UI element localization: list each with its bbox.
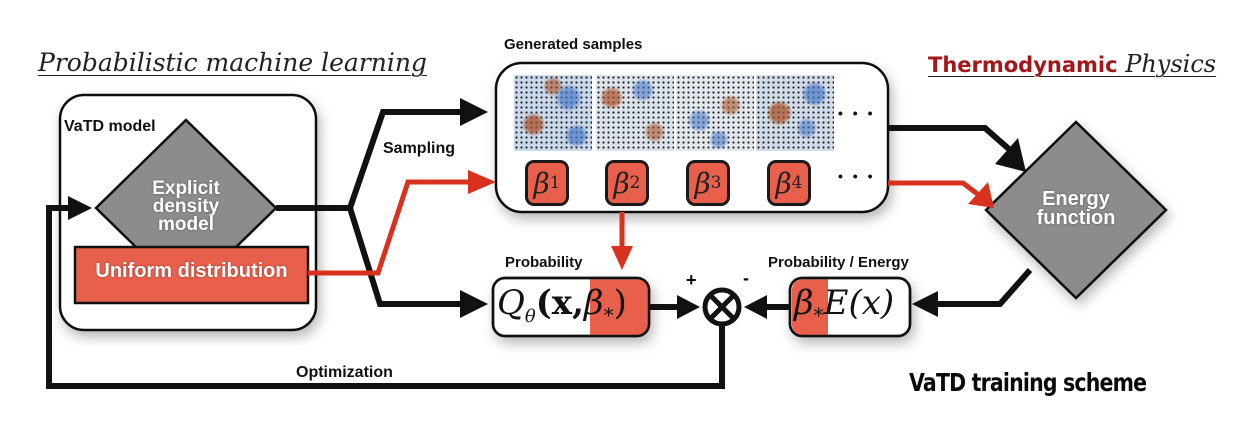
q-theta-beta-fill bbox=[590, 279, 648, 335]
samples-to-energy-arrow bbox=[888, 125, 1012, 153]
label-line: function bbox=[1036, 207, 1116, 229]
probability-energy-label: Probability / Energy bbox=[768, 254, 909, 271]
generated-samples-title: Generated samples bbox=[504, 36, 643, 53]
beta-star-symbol: β bbox=[794, 283, 814, 323]
beta-symbol: β bbox=[533, 166, 550, 200]
physics-word: Physics bbox=[1125, 50, 1217, 78]
beta-symbol: β bbox=[775, 166, 792, 200]
sampling-arrowhead bbox=[460, 98, 488, 126]
beta-subscript: 4 bbox=[791, 173, 803, 193]
sample-image-3 bbox=[676, 75, 754, 151]
uniform-to-beta-arrow bbox=[308, 179, 470, 276]
thermodynamic-physics-heading: Thermodynamic Physics bbox=[928, 50, 1216, 78]
minus-sign: - bbox=[743, 268, 749, 288]
beta-to-energy-arrow bbox=[888, 180, 982, 198]
beta-symbol: β bbox=[694, 166, 711, 200]
star-subscript: * bbox=[603, 302, 614, 327]
uniform-to-beta-arrowhead bbox=[468, 170, 496, 194]
close-paren: ) bbox=[613, 283, 627, 323]
q-theta-formula: Qθ(x,β*) bbox=[497, 283, 627, 327]
vatd-model-title: VaTD model bbox=[64, 118, 156, 135]
star-subscript: * bbox=[813, 302, 824, 327]
plus-sign: + bbox=[686, 270, 697, 290]
beta-ellipsis: • • • bbox=[838, 168, 876, 184]
energy-beta-fill bbox=[792, 279, 828, 335]
energy-function-diamond bbox=[984, 120, 1168, 300]
beta-symbol: β bbox=[613, 166, 630, 200]
sample-image-2 bbox=[596, 75, 674, 151]
uniform-distribution-label: Uniform distribution bbox=[95, 260, 288, 282]
label-line: density bbox=[152, 196, 220, 218]
probability-label: Probability bbox=[505, 254, 583, 271]
beta-to-energy-arrowhead bbox=[968, 182, 994, 208]
q-symbol: Q bbox=[497, 283, 525, 323]
optimization-label: Optimization bbox=[296, 364, 393, 381]
beta-energy-formula: β*E(x) bbox=[794, 283, 894, 327]
beta-star-symbol: β bbox=[583, 283, 604, 323]
theta-subscript: θ bbox=[524, 305, 536, 327]
samples-to-energy-arrowhead bbox=[995, 138, 1026, 172]
uniform-distribution-box bbox=[73, 245, 310, 305]
beta-to-probability-arrowhead bbox=[611, 246, 633, 270]
label-line: Energy bbox=[1042, 188, 1110, 210]
beta-subscript: 3 bbox=[710, 173, 722, 193]
sampling-arrow bbox=[276, 109, 462, 211]
q-to-combiner-arrowhead bbox=[677, 295, 700, 319]
energy-expression: E(x) bbox=[823, 283, 895, 323]
label-line: Explicit bbox=[152, 178, 220, 199]
combiner-otimes-icon bbox=[702, 287, 742, 327]
energy-to-box-arrowhead bbox=[912, 291, 938, 317]
sample-image-4 bbox=[756, 75, 834, 151]
explicit-density-label: Explicit density model bbox=[126, 178, 246, 236]
samples-ellipsis: • • • bbox=[838, 105, 876, 121]
energy-function-label: Energy function bbox=[1016, 188, 1136, 229]
probability-arrowhead bbox=[460, 290, 488, 318]
probabilistic-ml-heading: Probabilistic machine learning bbox=[38, 48, 427, 77]
energy-to-box-arrow bbox=[935, 268, 1033, 307]
energy-to-combiner-arrowhead bbox=[744, 295, 767, 319]
sampling-label: Sampling bbox=[383, 140, 456, 157]
vatd-training-scheme-title: VaTD training scheme bbox=[909, 368, 1147, 397]
thermodynamic-word: Thermodynamic bbox=[928, 53, 1118, 77]
optimization-arrowhead bbox=[68, 196, 92, 220]
beta-subscript: 1 bbox=[549, 173, 561, 193]
sample-image-1 bbox=[514, 75, 592, 151]
beta-subscript: 2 bbox=[629, 173, 641, 193]
label-line: model bbox=[158, 214, 214, 236]
probability-arrow bbox=[347, 207, 462, 307]
x-argument: (x, bbox=[535, 283, 584, 323]
optimization-loop-line bbox=[46, 205, 725, 389]
